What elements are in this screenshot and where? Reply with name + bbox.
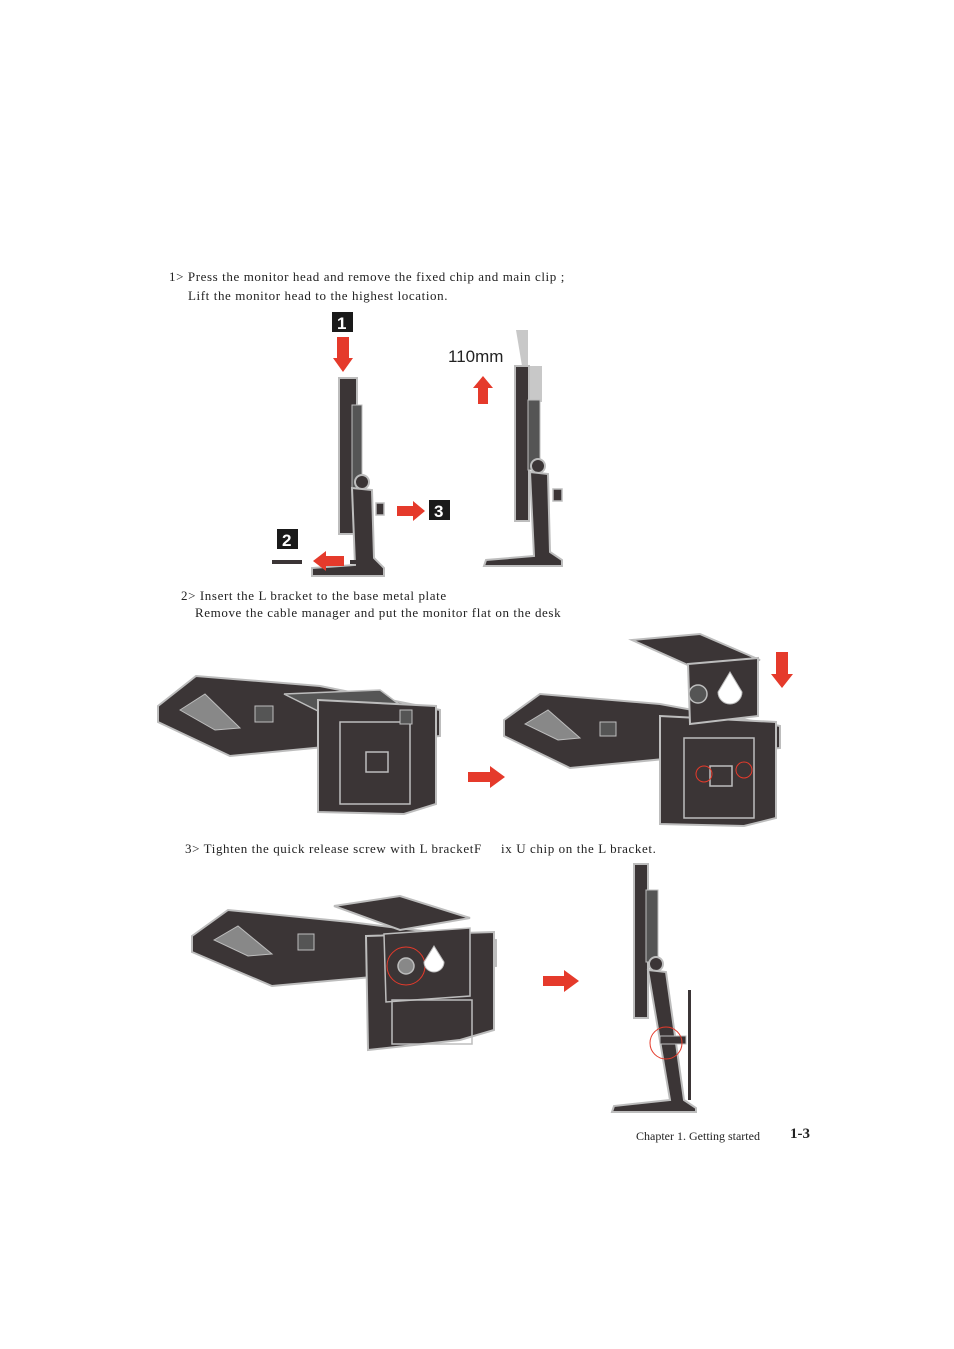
badge-2	[277, 529, 298, 549]
arrow-right-icon	[397, 501, 425, 521]
arrow-right-icon	[468, 766, 505, 788]
badge-3	[429, 500, 450, 520]
monitor-side-view-before	[272, 377, 385, 577]
arrow-right-icon	[543, 970, 579, 992]
arrow-up-icon	[473, 376, 493, 404]
step-2-line-1: 2> Insert the L bracket to the base meta…	[181, 588, 447, 603]
monitor-flat-with-l-bracket	[503, 632, 781, 828]
page-number: 1-3	[790, 1126, 810, 1142]
arrow-down-icon	[771, 652, 793, 688]
badge-2-label: 2	[282, 531, 291, 550]
arrow-left-icon	[313, 551, 344, 571]
monitor-side-view-final	[610, 863, 697, 1113]
step-3-line-1: 3> Tighten the quick release screw with …	[185, 841, 657, 856]
height-label: 110mm	[448, 347, 503, 366]
monitor-side-view-raised	[482, 330, 563, 567]
footer-chapter: Chapter 1. Getting started	[636, 1129, 760, 1143]
arrow-down-icon	[333, 337, 353, 372]
badge-1	[332, 312, 353, 332]
figure-step-2	[157, 632, 793, 828]
monitor-flat-bracket-fixed	[191, 894, 497, 1052]
figure-step-1: 1 3 2 110mm	[272, 312, 563, 577]
badge-1-label: 1	[337, 314, 346, 333]
figure-step-3	[191, 863, 697, 1113]
monitor-flat-with-base	[157, 674, 441, 816]
step-1-line-1: 1> Press the monitor head and remove the…	[169, 269, 565, 284]
step-1-line-2: Lift the monitor head to the highest loc…	[188, 288, 449, 303]
badge-3-label: 3	[434, 502, 443, 521]
step-2-line-2: Remove the cable manager and put the mon…	[195, 605, 562, 620]
